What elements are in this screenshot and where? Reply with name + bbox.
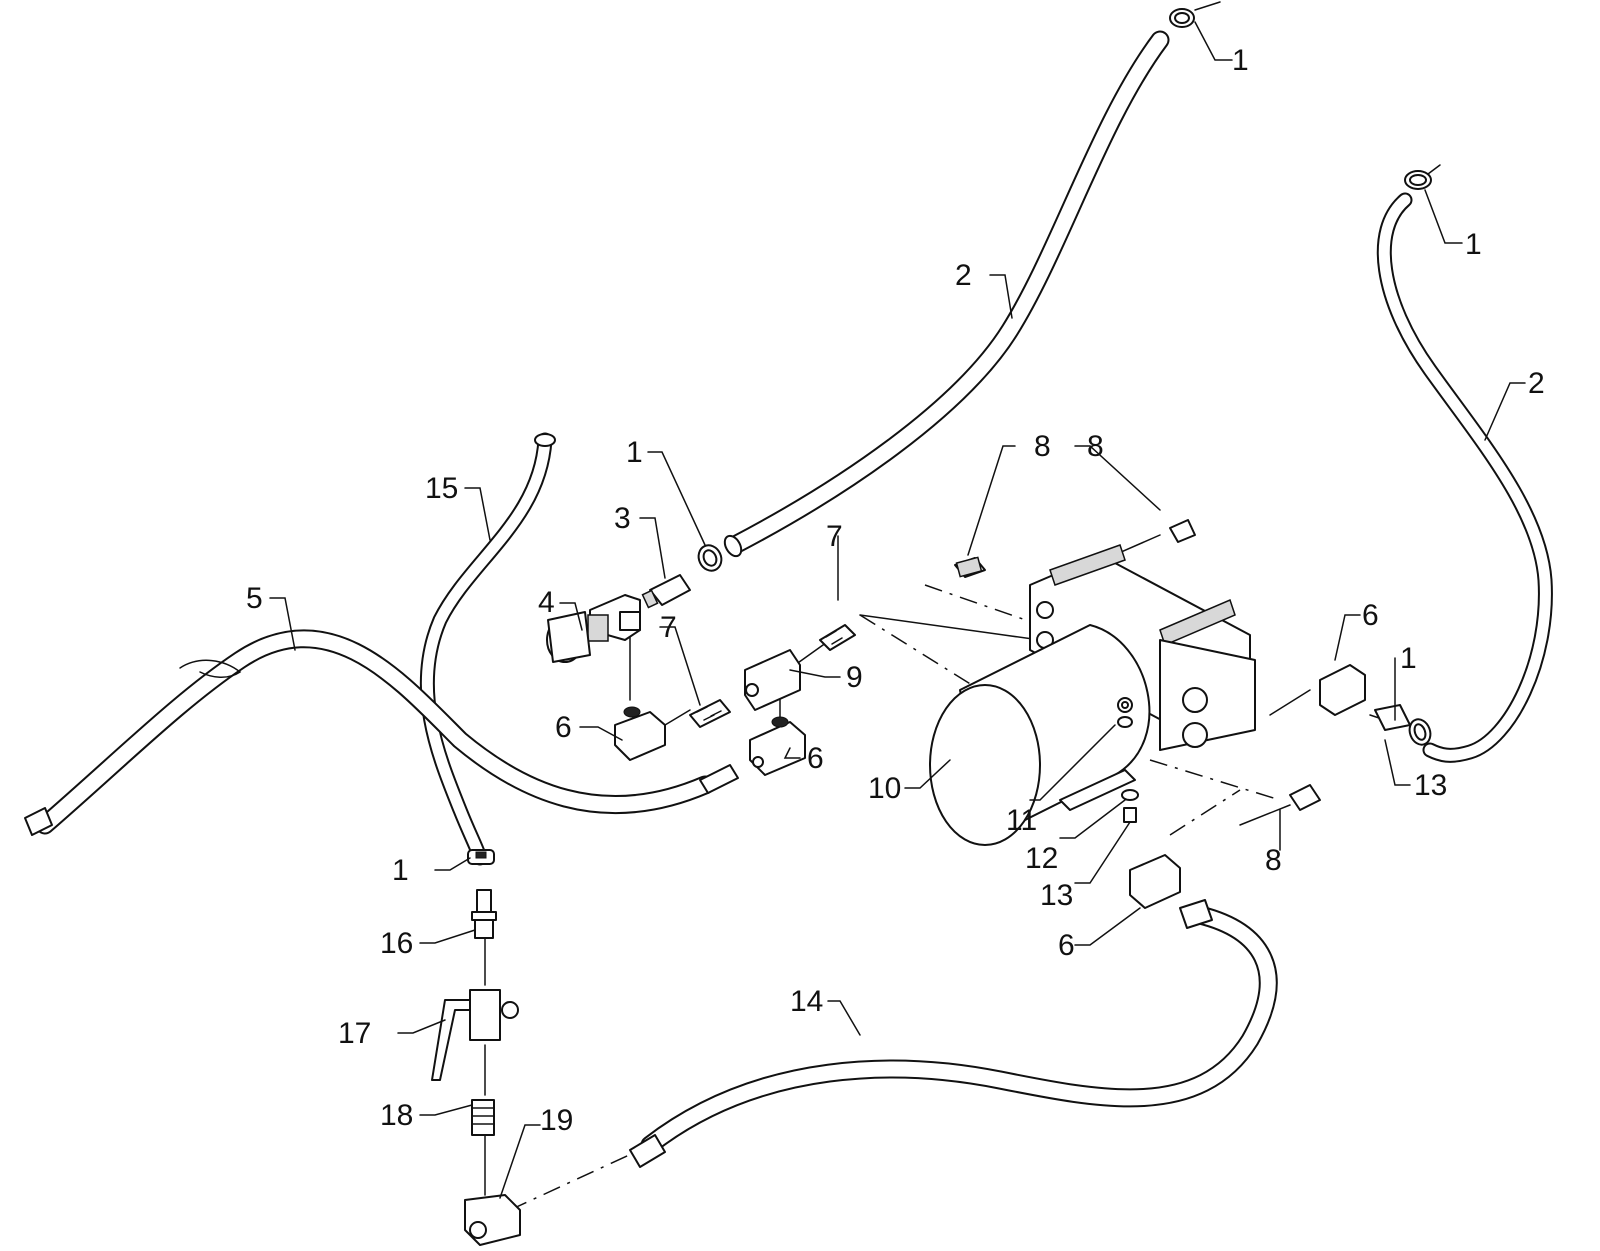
fitting-3 (641, 574, 691, 609)
callout-12: 12 (1025, 842, 1058, 875)
callout-1-mid: 1 (626, 436, 643, 469)
clamp-1-rightfit (1408, 718, 1432, 746)
callout-6-right: 6 (1362, 599, 1379, 632)
callout-16: 16 (380, 927, 413, 960)
plug-8-right (1169, 519, 1196, 543)
callout-8-left: 8 (1034, 430, 1051, 463)
clamp-1-bottom (467, 849, 495, 865)
callout-19: 19 (540, 1104, 573, 1137)
leader-lines (269, 21, 1526, 1199)
callout-8-bottom: 8 (1265, 844, 1282, 877)
callout-15: 15 (425, 472, 458, 505)
callout-7-right: 7 (826, 520, 843, 553)
elbow-6-right (1319, 664, 1366, 716)
callout-7-left: 7 (660, 611, 677, 644)
callout-6-mid: 6 (807, 742, 824, 775)
callout-8-right: 8 (1087, 430, 1104, 463)
callout-13-right: 13 (1414, 769, 1447, 802)
valve-17 (431, 989, 519, 1081)
plug-8-left (954, 556, 986, 578)
callout-1-rightfit: 1 (1400, 642, 1417, 675)
callout-1-top: 1 (1232, 44, 1249, 77)
callout-11: 11 (1006, 804, 1037, 837)
callout-9: 9 (846, 661, 863, 694)
elbow-6-mid (749, 716, 806, 776)
elbow-19 (464, 1194, 521, 1246)
fitting-13-right (1374, 704, 1411, 731)
clamp-1-right (1404, 170, 1432, 190)
nipple-7-left (689, 699, 731, 728)
elbow-6-bottom (1129, 854, 1181, 909)
callout-1-bottom: 1 (392, 854, 409, 887)
callout-6-bottom: 6 (1058, 929, 1075, 962)
callout-2-right: 2 (1528, 367, 1545, 400)
hose-2-top (723, 30, 1170, 558)
elbow-6-left (614, 706, 666, 761)
fitting-16 (471, 889, 497, 939)
plug-8-bottom (1289, 784, 1321, 811)
callout-10: 10 (868, 772, 901, 805)
callout-6-left: 6 (555, 711, 572, 744)
callout-1-right: 1 (1465, 228, 1482, 261)
callout-13-mid: 13 (1040, 879, 1073, 912)
clamp-1-top (1169, 8, 1195, 28)
valve-4 (546, 594, 641, 663)
nipple-18 (471, 1099, 495, 1136)
washer-bolt-stack (1117, 697, 1139, 823)
callout-3: 3 (614, 502, 631, 535)
hose-5 (35, 629, 715, 835)
tee-9 (744, 649, 801, 711)
callout-5: 5 (246, 582, 263, 615)
clamp-1-mid (697, 544, 723, 572)
pump-motor-10 (929, 544, 1256, 846)
hose-14 (640, 905, 1278, 1155)
callout-4: 4 (538, 586, 555, 619)
hose-5-end-fitting (24, 764, 739, 836)
hose-2-right (1376, 192, 1553, 763)
nipple-7-right (819, 624, 856, 651)
callout-18: 18 (380, 1099, 413, 1132)
callout-2-top: 2 (955, 259, 972, 292)
hose-14-fittings (629, 899, 1213, 1168)
callout-14: 14 (790, 985, 823, 1018)
hose-15 (419, 432, 556, 866)
callout-17: 17 (338, 1017, 371, 1050)
